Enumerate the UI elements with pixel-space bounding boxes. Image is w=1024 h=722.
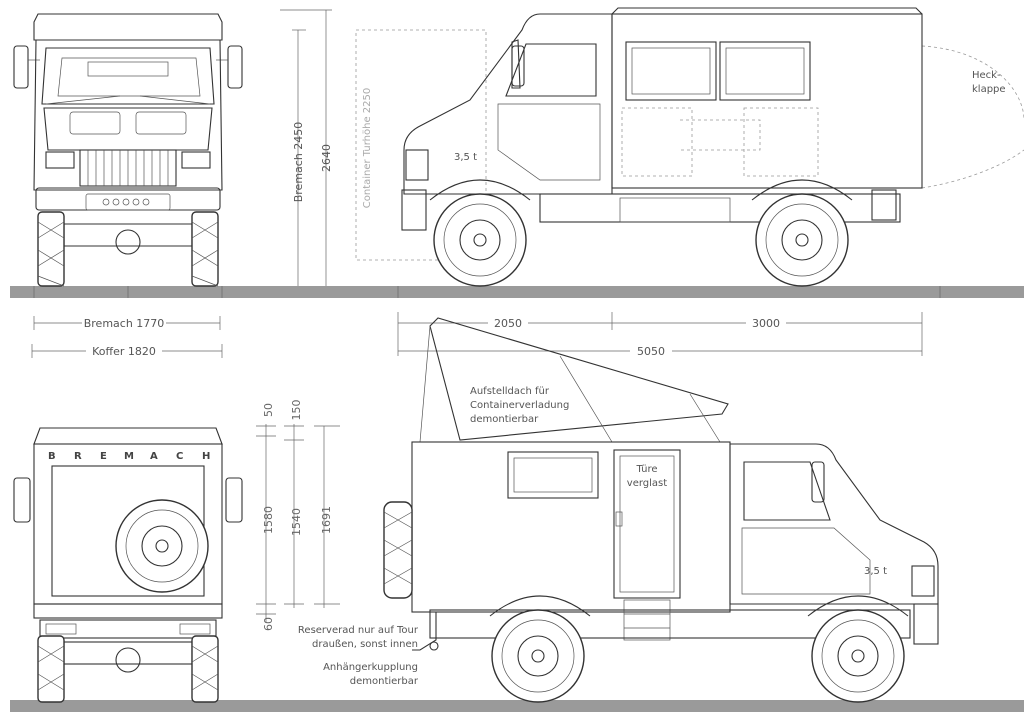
roof-note-line3: demontierbar (470, 414, 539, 425)
brand-letter-h: H (202, 451, 210, 462)
brand-lettering: B R E M A C H (48, 451, 210, 462)
rear-wheel-top (755, 193, 849, 287)
dim-1540: 1540 (290, 508, 303, 536)
dim-60: 60 (262, 617, 275, 631)
length-dimensions: 2050 3000 5050 (397, 312, 923, 358)
rear-wheel-bottom (491, 609, 585, 703)
ground-line-bottom (10, 700, 1024, 712)
front-wheel-bottom (811, 609, 905, 703)
dim-front-length: 2050 (494, 317, 522, 330)
width-koffer-label: Koffer 1820 (92, 345, 156, 358)
dim-rear-length: 3000 (752, 317, 780, 330)
front-width-dimensions: Bremach 1770 Koffer 1820 (31, 316, 223, 358)
rear-height-dimensions: 50 1580 60 150 1540 1691 (256, 400, 340, 631)
front-view (13, 13, 243, 287)
height-bremach-label: Bremach 2450 (292, 122, 305, 203)
weight-badge-top: 3,5 t (454, 152, 477, 163)
tailgate-label-line2: klappe (972, 84, 1006, 95)
tailgate-label-line1: Heck- (972, 70, 1001, 81)
roof-note-line1: Aufstelldach für (470, 386, 550, 397)
brand-letter-r: R (74, 451, 82, 462)
weight-badge-bottom: 3,5 t (864, 566, 887, 577)
brand-letter-b: B (48, 451, 57, 462)
hitch-note-line2: demontierbar (350, 676, 419, 687)
brand-letter-c: C (176, 451, 183, 462)
spare-note-line1: Reserverad nur auf Tour (298, 625, 419, 636)
dim-1691: 1691 (320, 506, 333, 534)
brand-letter-a: A (150, 451, 158, 462)
spare-wheel-side (383, 501, 413, 599)
width-bremach-label: Bremach 1770 (84, 317, 165, 330)
height-total-label: 2640 (320, 144, 333, 172)
ground-line-top (10, 286, 1024, 298)
dim-150: 150 (290, 400, 303, 421)
brand-letter-m: M (124, 451, 134, 462)
roof-note-line2: Containerverladung (470, 400, 569, 411)
brand-letter-e: E (100, 451, 107, 462)
spare-note-line2: draußen, sonst innen (312, 639, 418, 650)
side-view-top: Container Turhöhe 2250 Heck- klappe 3,5 … (355, 7, 1024, 287)
container-door-label: Container Turhöhe 2250 (362, 88, 373, 208)
dim-50: 50 (262, 403, 275, 417)
spare-wheel-rear (115, 499, 209, 593)
height-dimensions-top: Bremach 2450 2640 (280, 9, 333, 286)
front-wheel-top (433, 193, 527, 287)
rear-view: B R E M A C H (13, 427, 243, 703)
door-note-line2: verglast (627, 478, 667, 489)
dim-1580: 1580 (262, 506, 275, 534)
dim-total-length: 5050 (637, 345, 665, 358)
side-view-bottom: Aufstelldach für Containerverladung demo… (298, 317, 939, 703)
hitch-note-line1: Anhängerkupplung (323, 662, 418, 673)
door-note-line1: Türe (635, 464, 657, 475)
